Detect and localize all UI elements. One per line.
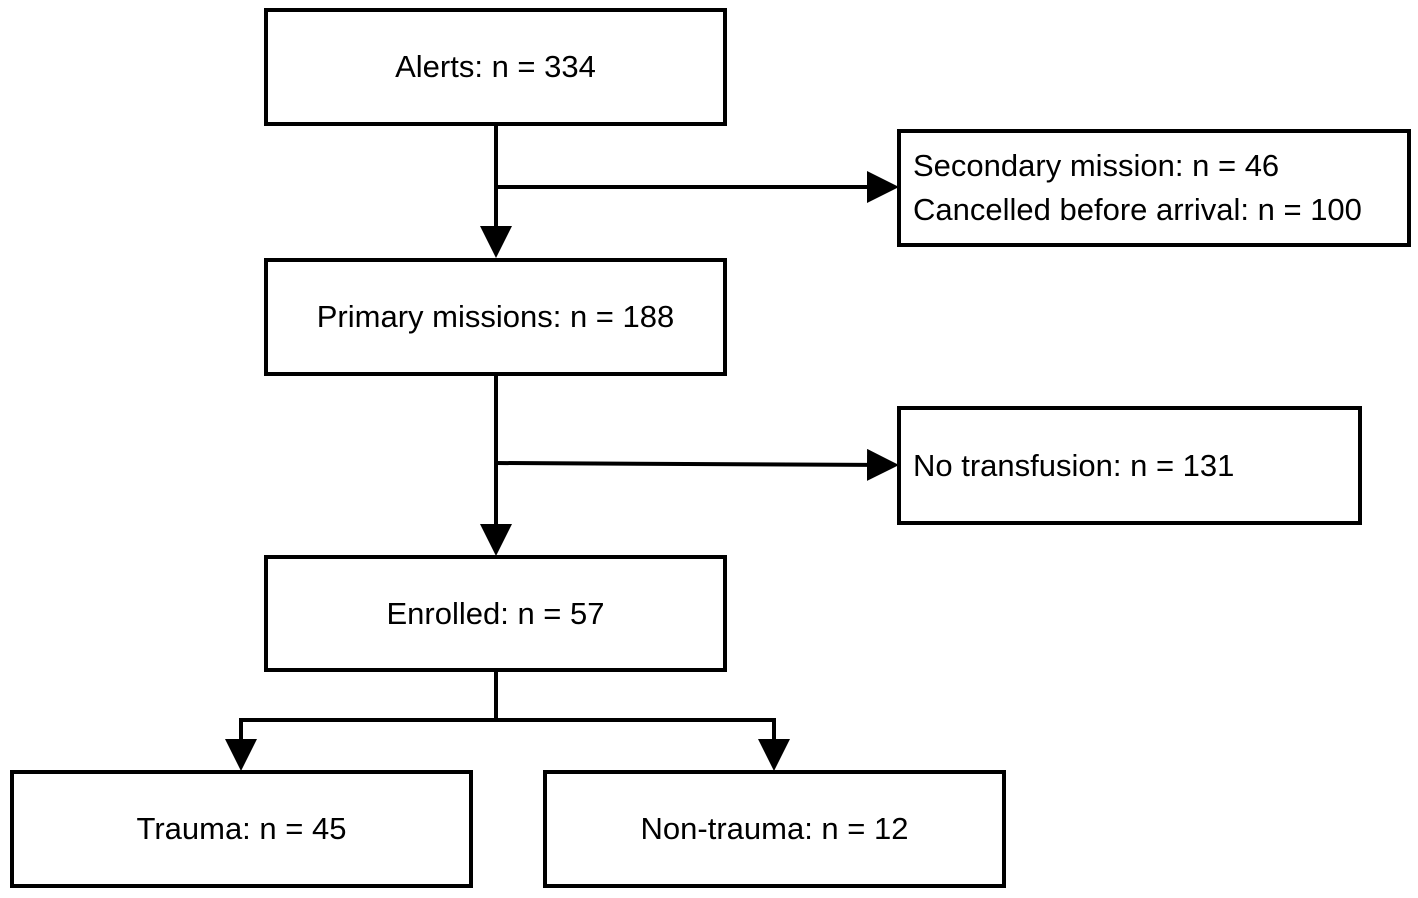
exclusion-box-1: Secondary mission: n = 46 Cancelled befo… [897, 129, 1411, 247]
alerts-label: Alerts: n = 334 [395, 49, 596, 84]
alerts-box: Alerts: n = 334 [264, 8, 727, 126]
non-trauma-label: Non-trauma: n = 12 [640, 811, 909, 846]
enrolled-box: Enrolled: n = 57 [264, 555, 727, 672]
non-trauma-box: Non-trauma: n = 12 [543, 770, 1006, 888]
cancelled-before-arrival-label: Cancelled before arrival: n = 100 [913, 192, 1362, 227]
arrow-primary-to-exclusion-2 [495, 448, 899, 481]
exclusion-1-lines: Secondary mission: n = 46 Cancelled befo… [913, 144, 1362, 232]
secondary-mission-label: Secondary mission: n = 46 [913, 148, 1280, 183]
exclusion-box-2: No transfusion: n = 131 [897, 406, 1362, 525]
enrolled-label: Enrolled: n = 57 [386, 595, 605, 631]
primary-missions-label: Primary missions: n = 188 [316, 299, 675, 334]
trauma-box: Trauma: n = 45 [10, 770, 473, 888]
no-transfusion-label: No transfusion: n = 131 [913, 447, 1235, 483]
primary-missions-box: Primary missions: n = 188 [264, 258, 727, 376]
trauma-label: Trauma: n = 45 [136, 811, 347, 846]
